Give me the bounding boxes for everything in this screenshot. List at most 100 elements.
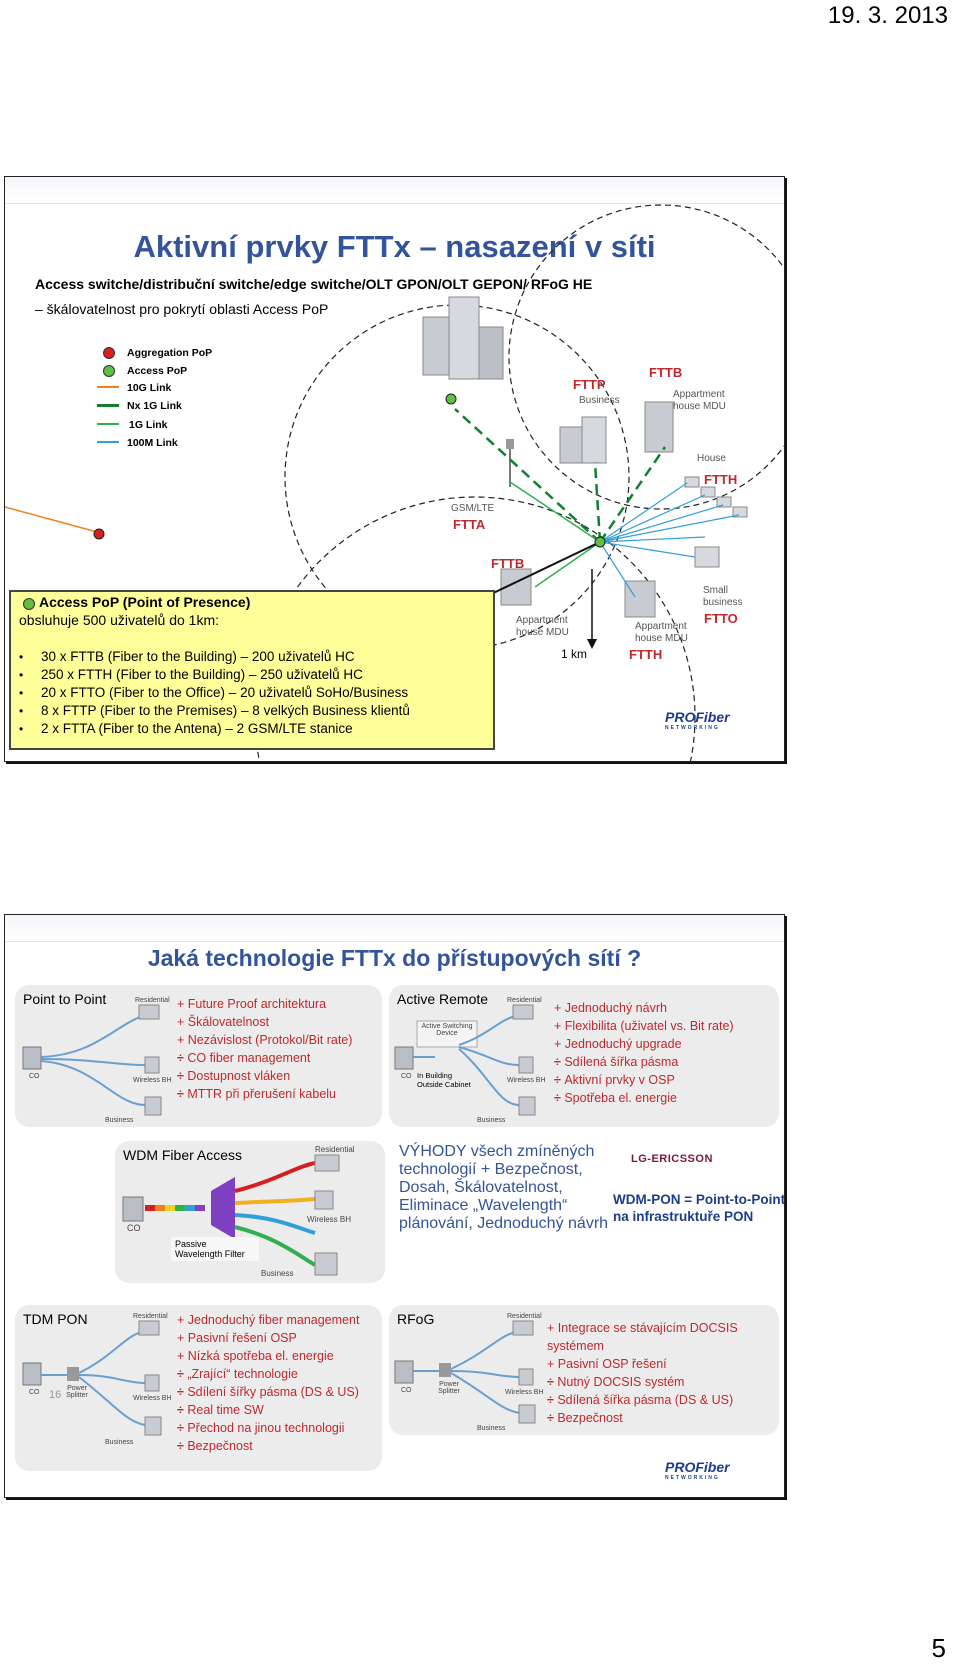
mdu-right-icon <box>624 580 656 618</box>
label-ftta: FTTA <box>453 517 486 532</box>
list-item: Jednoduchý návrh <box>554 999 734 1017</box>
business-buildings-icon <box>559 416 607 464</box>
list-item: Sdílená šířka pásma <box>554 1053 734 1071</box>
business-label: Business <box>477 1425 506 1432</box>
list-item: Nezávislost (Protokol/Bit rate) <box>177 1031 353 1049</box>
business-label: Business <box>105 1117 134 1124</box>
list-item: Sdílená šířka pásma (DS & US) <box>547 1391 757 1409</box>
100m-link-ftto <box>599 541 696 558</box>
list-item: 30 x FTTB (Fiber to the Building) – 200 … <box>19 648 410 666</box>
mdu-building-icon <box>644 401 674 453</box>
profiber-logo-name: PROFiber <box>665 1459 730 1475</box>
list-item: „Zrající“ technologie <box>177 1365 359 1383</box>
list-item: 2 x FTTA (Fiber to the Antena) – 2 GSM/L… <box>19 720 410 738</box>
label-house: House <box>697 453 726 464</box>
access-pop-node-main <box>594 536 606 548</box>
radius-arrow-head <box>587 639 597 649</box>
residential-label: Residential <box>135 997 170 1004</box>
panel-point-to-point: Point to Point CO Residential Wireless B… <box>15 985 382 1127</box>
legend-nx1g-label: Nx 1G Link <box>127 400 182 412</box>
label-mdu-top: Appartment house MDU <box>673 389 726 412</box>
panel-title: TDM PON <box>23 1311 88 1327</box>
tdm-diagram <box>22 1320 162 1436</box>
list-item: Bezpečnost <box>547 1409 757 1427</box>
info-box-title: Access PoP (Point of Presence) <box>39 594 251 610</box>
access-pop-node-upper <box>445 393 457 405</box>
co-label: CO <box>29 1389 40 1396</box>
profiber-logo-name: PROFiber <box>665 709 730 725</box>
100m-link-ftth-3 <box>599 494 706 543</box>
panel-title: RFoG <box>397 1311 435 1327</box>
aggregation-pop-node <box>93 528 105 540</box>
1g-link-fttb <box>534 541 601 588</box>
slide-subtitle: Access switche/distribuční switche/edge … <box>35 276 593 292</box>
panel-title: Active Remote <box>397 991 489 1007</box>
info-box-subtitle: obsluhuje 500 uživatelů do 1km: <box>19 612 220 628</box>
p2p-diagram <box>22 1004 162 1116</box>
page-number: 5 <box>931 1633 946 1663</box>
slide-number: 16 <box>49 1389 62 1401</box>
residential-label: Residential <box>133 1313 168 1320</box>
legend-access-dot-icon <box>103 365 115 377</box>
list-item: Nízká spotřeba el. energie <box>177 1347 359 1365</box>
label-fttp: FTTP <box>573 377 606 392</box>
panel-tdm-pon: TDM PON CO Power Splitter Residential Wi… <box>15 1305 382 1471</box>
device-label: Active Switching Device <box>421 1023 473 1037</box>
access-pop-info-box: Access PoP (Point of Presence) obsluhuje… <box>9 590 495 750</box>
label-ftth-bottom: FTTH <box>629 647 663 662</box>
label-ftto: FTTO <box>704 611 738 626</box>
label-mdu-right: Appartment house MDU <box>635 621 688 644</box>
100m-link-ftth-1 <box>599 541 636 598</box>
panel-rfog: RFoG CO Power Splitter Residential Wirel… <box>389 1305 779 1435</box>
cabinet-label: In Building Outside Cabinet <box>417 1071 471 1089</box>
label-ftth-right: FTTH <box>704 472 738 487</box>
print-date: 19. 3. 2013 <box>827 2 948 29</box>
slide-title: Aktivní prvky FTTx – nasazení v síti <box>133 229 656 264</box>
label-radius: 1 km <box>561 647 588 661</box>
p2p-points: Future Proof architektura Škálovatelnost… <box>177 995 352 1103</box>
list-item: CO fiber management <box>177 1049 352 1067</box>
panel-title: Point to Point <box>23 991 107 1007</box>
active-remote-points: Jednoduchý návrh Flexibilita (uživatel v… <box>554 999 734 1107</box>
10g-link <box>5 506 98 533</box>
filter-label: Passive Wavelength Filter <box>171 1237 259 1261</box>
co-label: CO <box>401 1073 412 1080</box>
profiber-logo-tagline: NETWORKING <box>665 1475 720 1481</box>
info-box-list: 30 x FTTB (Fiber to the Building) – 200 … <box>19 648 410 738</box>
legend-nx1g-line-icon <box>97 404 119 407</box>
legend-aggregation-dot-icon <box>103 347 115 359</box>
label-mdu-left: Appartment house MDU <box>516 615 569 638</box>
wireless-label: Wireless BH <box>507 1077 546 1084</box>
label-fttb-mid: FTTB <box>491 556 525 571</box>
100m-link-ftth-6 <box>599 536 706 543</box>
list-item: Přechod na jinou technologii <box>177 1419 359 1437</box>
network-diagram <box>5 204 784 761</box>
slide-header-band <box>5 915 784 942</box>
active-remote-diagram <box>394 1004 536 1116</box>
antenna-icon <box>506 439 514 487</box>
wireless-label: Wireless BH <box>133 1395 172 1402</box>
slide-title: Jaká technologie FTTx do přístupových sí… <box>147 945 642 971</box>
co-label: CO <box>29 1073 40 1080</box>
list-item: Nutný DOCSIS systém <box>547 1373 757 1391</box>
list-item: Integrace se stávajícím DOCSIS systémem <box>547 1319 757 1355</box>
label-fttb-top: FTTB <box>649 365 683 380</box>
1g-link-ftta <box>509 481 601 543</box>
panel-active-remote: Active Remote CO Active Switching Device… <box>389 985 779 1127</box>
list-item: 8 x FTTP (Fiber to the Premises) – 8 vel… <box>19 702 410 720</box>
slide-fttx-technology: Jaká technologie FTTx do přístupových sí… <box>4 914 785 1498</box>
rfog-points: Integrace se stávajícím DOCSIS systémem … <box>547 1319 757 1427</box>
list-item: Spotřeba el. energie <box>554 1089 734 1107</box>
business-label: Business <box>477 1117 506 1124</box>
slide-header-band <box>5 177 784 204</box>
residential-label: Residential <box>507 997 542 1004</box>
business-label: Business <box>261 1269 294 1278</box>
list-item: Future Proof architektura <box>177 995 352 1013</box>
legend-access-label: Access PoP <box>127 365 188 377</box>
lg-ericsson-logo: LG-ERICSSON <box>631 1153 713 1165</box>
nx1g-link-access-pop <box>454 408 601 543</box>
100m-link-ftth-4 <box>599 504 724 543</box>
100m-link-ftth-5 <box>599 514 740 543</box>
splitter-label: Power Splitter <box>438 1381 460 1395</box>
legend-1g-line-icon <box>97 423 119 425</box>
